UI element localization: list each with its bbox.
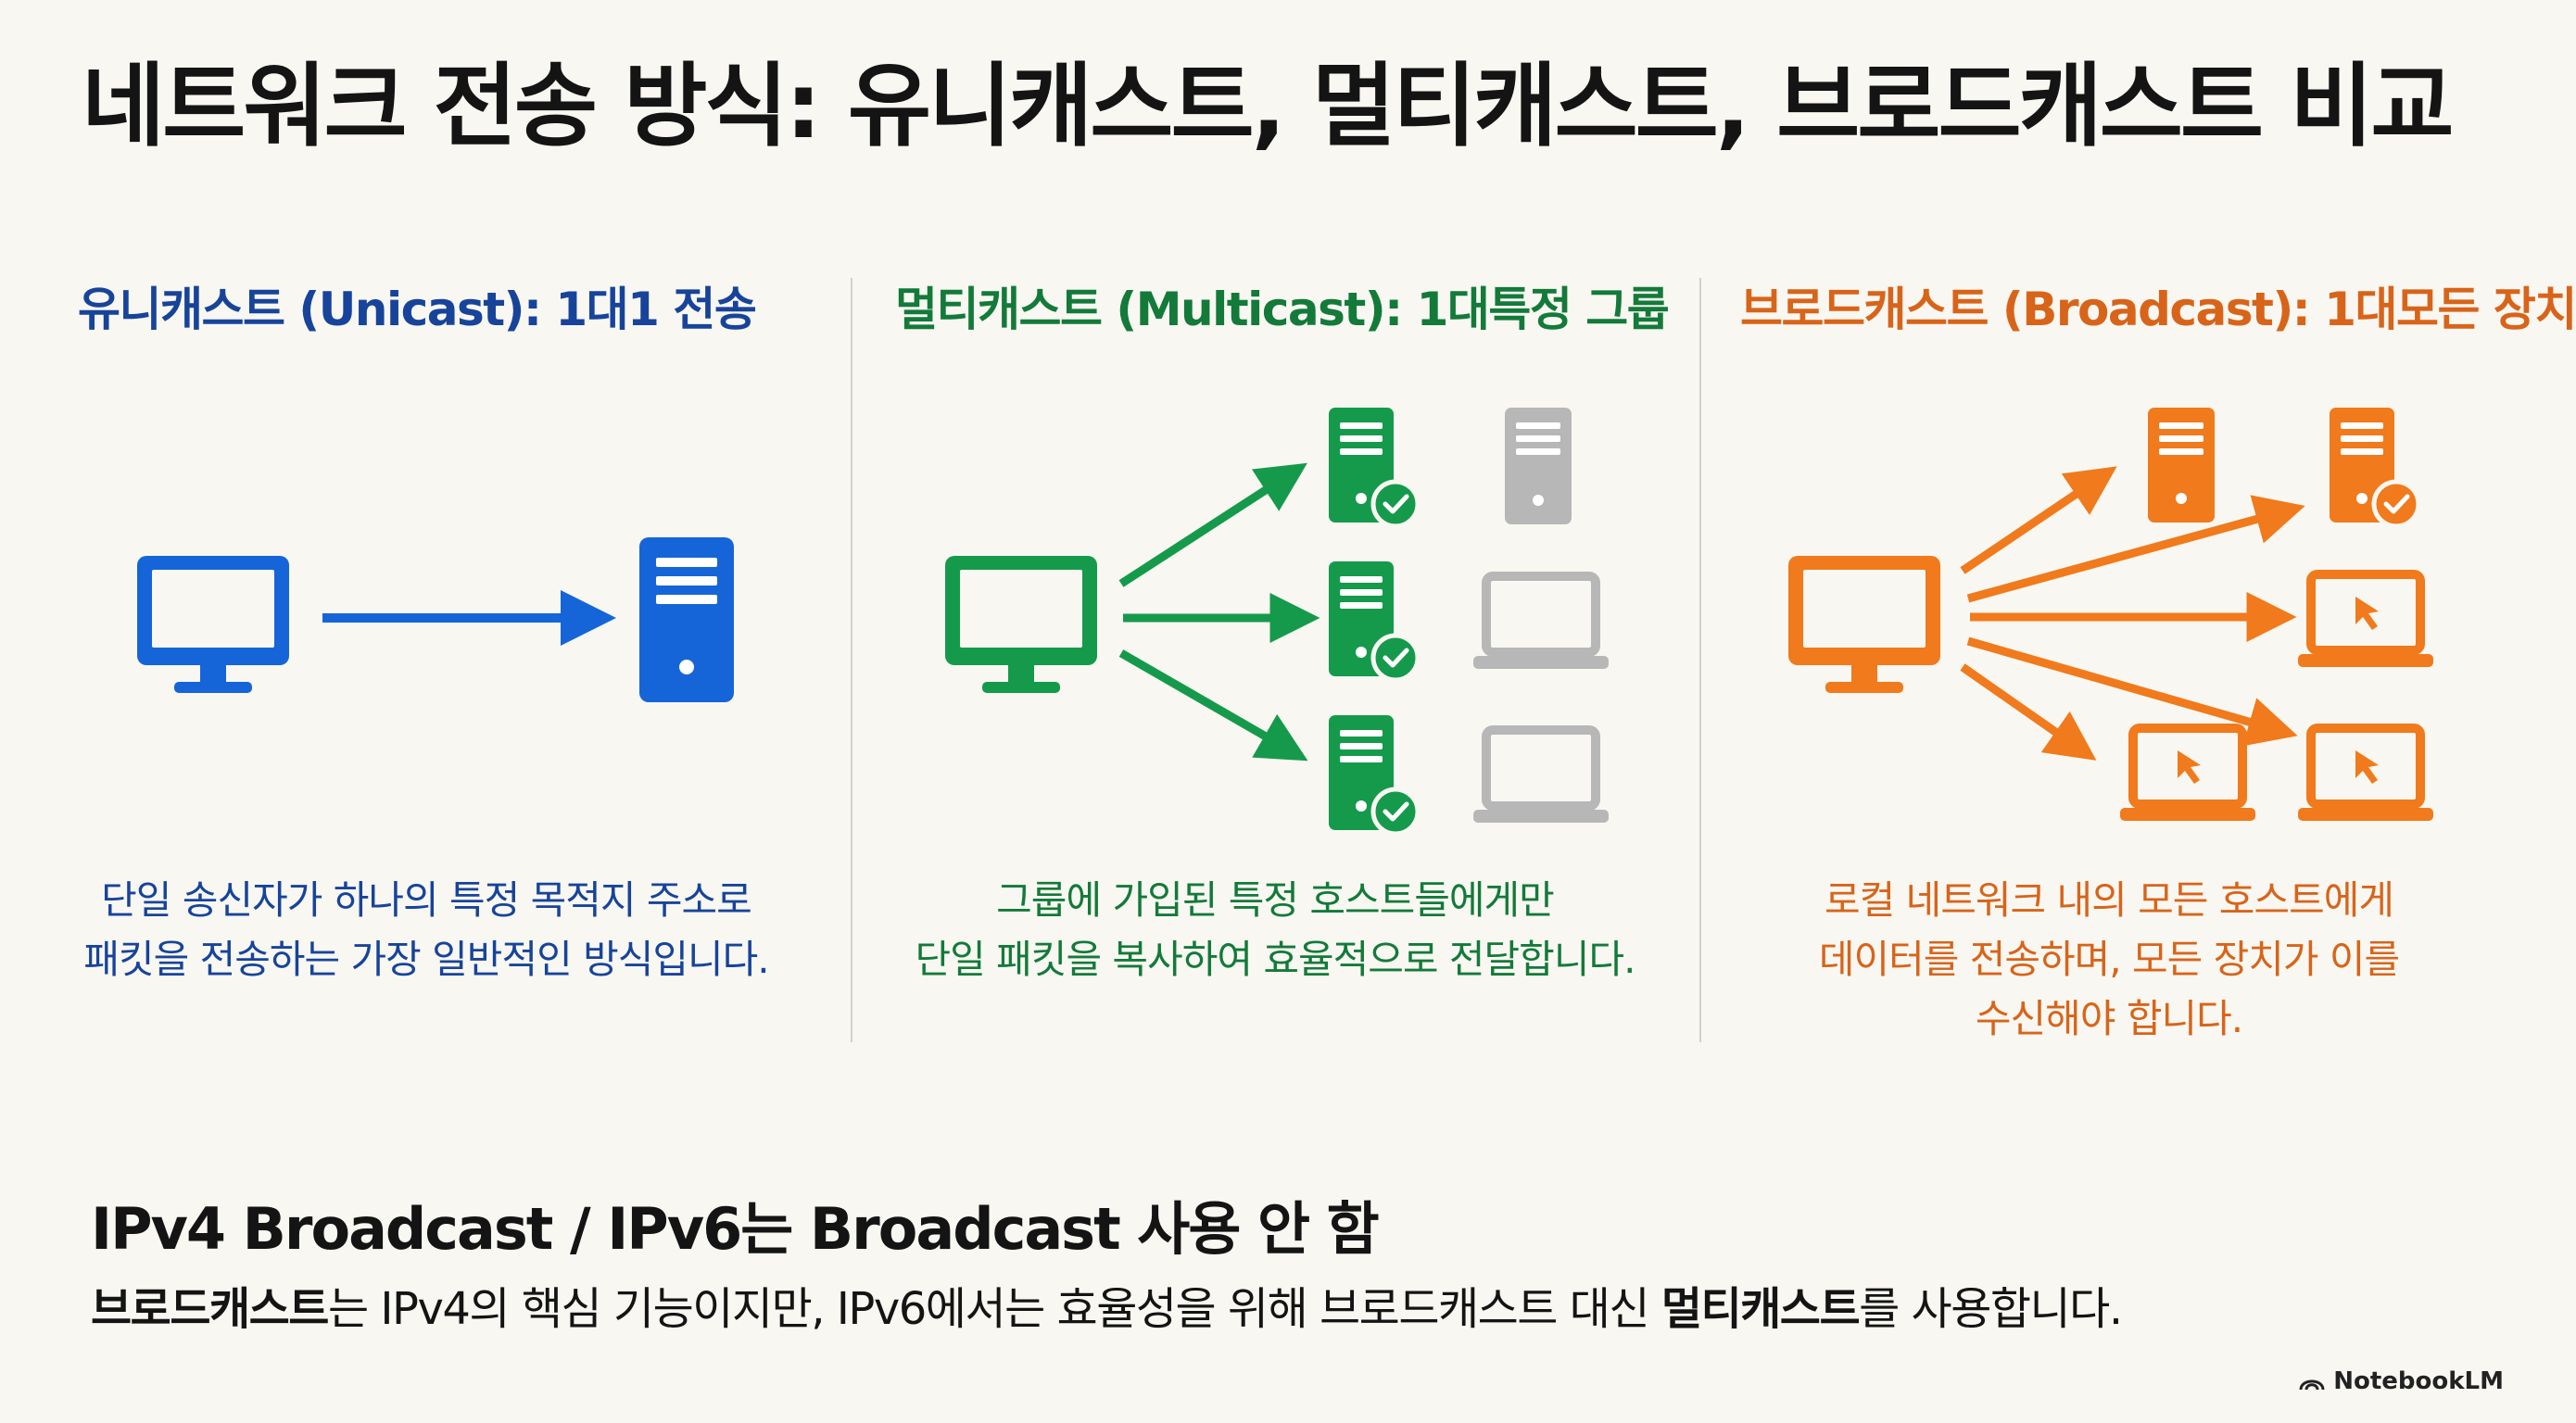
laptop-cursor-icon <box>2298 724 2433 821</box>
broadcast-arrow <box>1966 495 2305 603</box>
bottom-heading: IPv4 Broadcast / IPv6는 Broadcast 사용 안 함 <box>91 1195 1380 1263</box>
server-check-icon <box>1329 715 1421 837</box>
broadcast-description: 로컬 네트워크 내의 모든 호스트에게 데이터를 전송하며, 모든 장치가 이를… <box>1701 871 2517 1049</box>
server-icon <box>639 537 734 702</box>
multicast-heading: 멀티캐스트 (Multicast): 1대특정 그룹 <box>895 283 1670 336</box>
column-divider <box>1699 278 1701 1042</box>
page-title: 네트워크 전송 방식: 유니캐스트, 멀티캐스트, 브로드캐스트 비교 <box>82 54 2455 159</box>
bottom-text-part: 는 IPv4의 핵심 기능이지만, IPv6에서는 효율성을 위해 브로드캐스트… <box>327 1283 1661 1335</box>
multicast-desc-line: 그룹에 가입된 특정 호스트들에게만 <box>996 877 1555 923</box>
monitor-icon <box>945 556 1097 693</box>
server-icon <box>2148 408 2215 523</box>
broadcast-arrow <box>1960 466 2117 574</box>
server-check-icon <box>1329 561 1421 683</box>
broadcast-diagram <box>1788 408 2433 821</box>
watermark-text: NotebookLM <box>2333 1367 2504 1395</box>
column-divider <box>851 278 852 1042</box>
laptop-icon <box>1473 725 1609 823</box>
notebooklm-logo-icon <box>2299 1379 2325 1391</box>
server-icon <box>1505 408 1572 524</box>
monitor-icon <box>1788 556 1940 693</box>
unicast-desc-line: 단일 송신자가 하나의 특정 목적지 주소로 <box>101 877 752 923</box>
broadcast-desc-line: 데이터를 전송하며, 모든 장치가 이를 <box>1818 937 2400 982</box>
multicast-desc-line: 단일 패킷을 복사하여 효율적으로 전달합니다. <box>915 937 1636 982</box>
laptop-cursor-icon <box>2298 570 2433 667</box>
unicast-heading: 유니캐스트 (Unicast): 1대1 전송 <box>78 283 757 336</box>
multicast-diagram <box>945 408 1609 837</box>
monitor-icon <box>137 556 289 693</box>
broadcast-heading: 브로드캐스트 (Broadcast): 1대모든 장치 <box>1740 283 2576 336</box>
bottom-text: 브로드캐스트는 IPv4의 핵심 기능이지만, IPv6에서는 효율성을 위해 … <box>91 1280 2123 1338</box>
multicast-description: 그룹에 가입된 특정 호스트들에게만 단일 패킷을 복사하여 효율적으로 전달합… <box>867 871 1683 989</box>
bottom-bold-multicast: 멀티캐스트 <box>1661 1283 1861 1335</box>
unicast-description: 단일 송신자가 하나의 특정 목적지 주소로 패킷을 전송하는 가장 일반적인 … <box>19 871 834 989</box>
server-check-icon <box>2330 408 2421 529</box>
bottom-text-part: 를 사용합니다. <box>1859 1283 2123 1335</box>
laptop-cursor-icon <box>2120 724 2255 821</box>
broadcast-arrow <box>1966 636 2298 747</box>
multicast-arrow <box>1118 462 1307 587</box>
multicast-arrow <box>1118 649 1308 762</box>
broadcast-desc-line: 로컬 네트워크 내의 모든 호스트에게 <box>1824 877 2394 923</box>
unicast-desc-line: 패킷을 전송하는 가장 일반적인 방식입니다. <box>83 937 769 982</box>
unicast-diagram <box>137 537 734 702</box>
watermark: NotebookLM <box>2298 1367 2504 1395</box>
server-check-icon <box>1329 408 1421 529</box>
broadcast-desc-line: 수신해야 합니다. <box>1975 996 2243 1041</box>
laptop-icon <box>1473 572 1609 669</box>
broadcast-arrow <box>1960 663 2097 761</box>
bottom-bold-broadcast: 브로드캐스트 <box>91 1283 329 1335</box>
